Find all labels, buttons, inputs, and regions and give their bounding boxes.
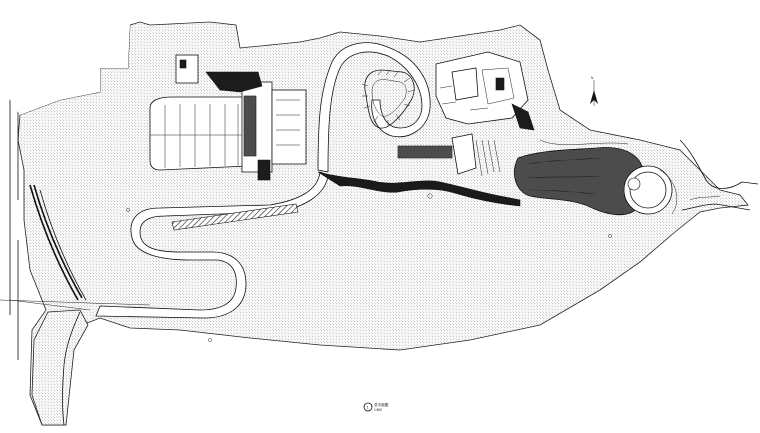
north-arrow: N [590, 76, 598, 106]
north-label: N [591, 76, 594, 80]
west-property-line [0, 299, 151, 311]
west-road-line [9, 85, 19, 360]
entry-curve-edge [62, 311, 81, 426]
title-number: 1 [367, 406, 369, 410]
title-label: 总平面图 [374, 402, 389, 407]
east-stream-edge [539, 139, 721, 201]
amphitheatre [361, 69, 415, 129]
scale-label: 1:500 [374, 408, 382, 412]
dark-trail [317, 171, 521, 207]
boardwalk [397, 133, 501, 177]
upper-left-vacant [0, 0, 130, 115]
walkway-hatch-bar [171, 203, 299, 231]
drawing-title: 1 总平面图 1:500 [363, 402, 389, 412]
round-pavilion [623, 165, 678, 215]
serpentine-upper-path [317, 42, 431, 173]
main-building [175, 54, 307, 181]
parking-lot [149, 96, 249, 171]
entry-plaza [31, 309, 89, 426]
west-stair-ramp-inner [39, 189, 87, 301]
east-stream [679, 139, 759, 211]
west-stair-ramp [29, 184, 83, 301]
tree-markers [126, 193, 612, 342]
north-east-building [435, 51, 535, 131]
site-boundary [17, 21, 749, 426]
